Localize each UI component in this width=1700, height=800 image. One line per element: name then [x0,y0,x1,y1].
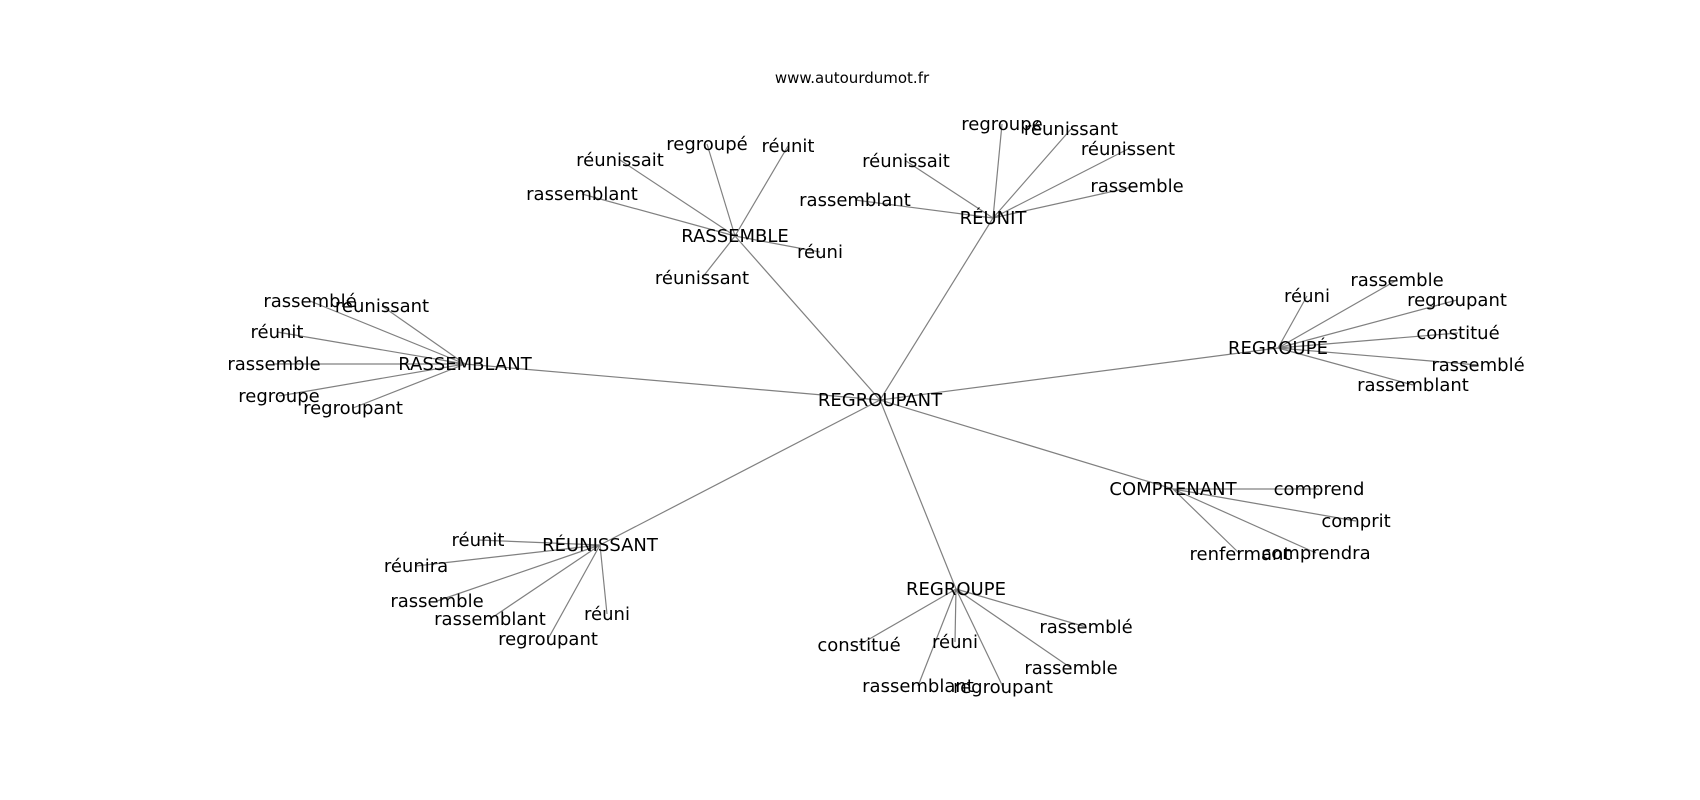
leaf-node-label: comprit [1321,511,1390,532]
edge-hub-leaf [415,544,601,567]
edge-hub-leaf [309,300,466,365]
leaf-node-label: rassemblant [434,609,546,630]
leaf-node-label: regroupe [238,386,319,407]
edge-center-hub [879,399,957,590]
edge-hub-leaf [352,363,466,409]
leaf-node-label: rassemblé [263,291,356,312]
edge-hub-leaf [905,160,994,219]
edge-hub-leaf [436,544,601,602]
leaf-node-label: réunissant [335,296,429,317]
leaf-node-label: regroupe [961,114,1042,135]
edge-hub-leaf [1277,347,1414,386]
leaf-node-label: rassemble [390,591,483,612]
hub-node-label: REGROUPÉ [1228,337,1328,359]
edge-hub-leaf [954,588,957,643]
leaf-node-label: réunira [384,556,448,577]
leaf-node-label: réunissant [655,268,749,289]
leaf-node-label: rassemble [227,354,320,375]
edge-hub-leaf [1277,295,1308,349]
labels-layer: www.autourdumot.fr regroupé réunit réuniss… [227,69,1524,698]
edges-layer [274,123,1479,688]
edge-center-hub [879,217,994,401]
hub-node-label: RÉUNIT [960,207,1028,229]
leaf-node-label: réunissent [1081,139,1175,160]
leaf-node-label: regroupé [666,134,747,155]
edge-hub-leaf [1277,347,1479,366]
edge-hub-leaf [706,143,736,237]
leaf-node-label: rassemble [1024,658,1117,679]
leaf-node-label: rassemble [1090,176,1183,197]
edge-hub-leaf [619,159,736,237]
edge-hub-leaf [1277,332,1459,349]
leaf-node-label: comprendra [1261,543,1370,564]
hub-node-label: COMPRENANT [1109,479,1237,500]
hub-node-label: RASSEMBLANT [398,354,532,375]
edge-hub-leaf [581,193,736,237]
center-node-label: REGROUPANT [818,390,943,411]
site-url: www.autourdumot.fr [775,69,930,87]
edge-hub-leaf [858,588,957,646]
edge-hub-leaf [917,588,957,687]
leaf-node-label: constitué [1416,323,1499,344]
edge-hub-leaf [955,588,1004,688]
leaf-node-label: constitué [817,635,900,656]
hub-node-label: RÉUNISSANT [542,534,659,556]
edge-hub-leaf [1172,488,1317,554]
edge-hub-leaf [1172,488,1357,522]
leaf-node-label: rassemblant [526,184,638,205]
edge-center-hub [734,235,881,401]
edge-hub-leaf [1277,299,1458,349]
edge-hub-leaf [1277,279,1398,349]
edge-center-hub [464,363,881,401]
edge-center-hub [599,399,881,546]
leaf-node-label: rassemblant [799,190,911,211]
edge-center-hub [879,347,1279,401]
leaf-node-label: rassemblant [862,676,974,697]
edge-hub-leaf [955,588,1087,628]
leaf-node-label: réunit [452,530,505,551]
edge-hub-leaf [992,185,1138,219]
leaf-node-label: réunit [251,322,304,343]
leaf-node-label: réunissait [576,150,664,171]
leaf-node-label: réunit [762,136,815,157]
leaf-node-label: rassemblant [1357,375,1469,396]
edge-hub-leaf [278,363,466,397]
edge-hub-leaf [1172,488,1241,555]
leaf-node-label: rassemble [1350,270,1443,291]
edge-hub-leaf [489,544,601,620]
leaf-node-label: regroupant [303,398,403,419]
edge-hub-leaf [547,544,601,640]
edge-hub-leaf [955,588,1072,669]
leaf-node-label: regroupant [498,629,598,650]
edge-hub-leaf [992,148,1129,219]
hub-node-label: REGROUPE [906,579,1006,600]
edge-hub-leaf [599,544,608,615]
hub-node-label: RASSEMBLE [681,226,789,247]
leaf-node-label: réuni [797,242,843,263]
edge-hub-leaf [992,128,1072,219]
leaf-node-label: réuni [1284,286,1330,307]
leaf-node-label: rassemblé [1431,355,1524,376]
leaf-node-label: réuni [584,604,630,625]
leaf-node-label: réuni [932,632,978,653]
leaf-node-label: rassemblé [1039,617,1132,638]
leaf-node-label: réunissait [862,151,950,172]
edge-center-hub [879,399,1174,490]
leaf-node-label: comprend [1274,479,1365,500]
leaf-node-label: renfermant [1189,544,1290,565]
leaf-node-label: réunissant [1024,119,1118,140]
edge-hub-leaf [477,539,601,546]
edge-hub-leaf [854,199,994,219]
edge-hub-leaf [734,145,789,237]
edge-hub-leaf [734,235,821,253]
edge-hub-leaf [992,123,1003,219]
leaf-node-label: regroupant [1407,290,1507,311]
edge-hub-leaf [276,331,466,365]
edge-hub-leaf [381,305,466,365]
edge-hub-leaf [701,235,736,279]
leaf-node-label: regroupant [953,677,1053,698]
